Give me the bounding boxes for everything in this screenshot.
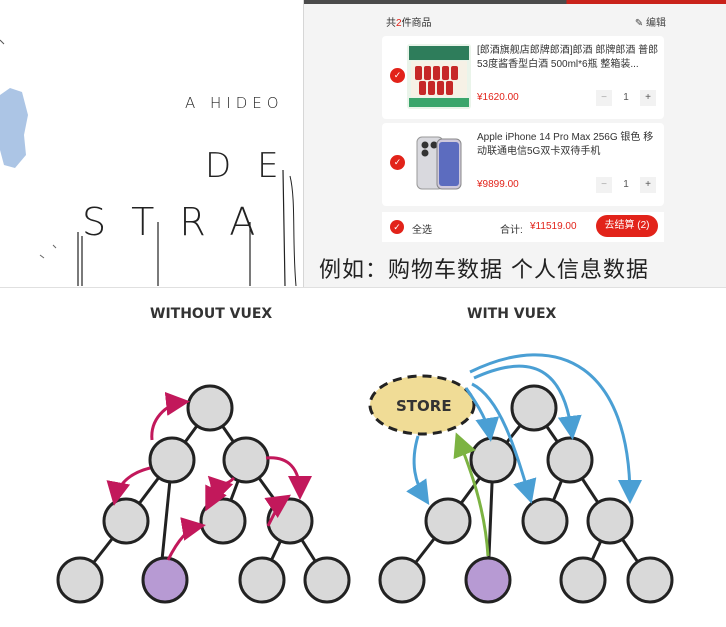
cart-count-prefix: 共 [386,18,396,29]
edit-label: 编辑 [646,18,666,29]
cart-item: ✓ [郎酒旗舰店郎牌郎酒]郎酒 郎牌郎酒 普郎 53度酱香型白酒 500ml*6… [382,36,664,119]
item-title[interactable]: [郎酒旗舰店郎牌郎酒]郎酒 郎牌郎酒 普郎 53度酱香型白酒 500ml*6瓶 … [477,45,659,70]
quantity-value[interactable]: 1 [623,179,629,190]
quantity-value[interactable]: 1 [623,92,629,103]
edit-button[interactable]: ✎ 编辑 [635,14,666,29]
checkout-button[interactable]: 去结算 (2) [596,215,658,237]
phone-image [407,131,471,196]
cart-footer: ✓ 全选 合计: ¥11519.00 去结算 (2) [382,212,664,242]
vuex-diagram-graphic [56,353,674,604]
item-title[interactable]: Apple iPhone 14 Pro Max 256G 银色 移动联通电信5G… [477,132,654,157]
node [186,384,234,432]
cart-panel: 共2件商品 ✎ 编辑 ✓ [郎酒旗舰店郎牌郎酒]郎酒 郎牌郎 [303,0,726,287]
poster-artwork [0,39,297,286]
increase-button[interactable]: + [640,90,656,106]
quantity-stepper: − 1 + [596,177,656,193]
quantity-stepper: − 1 + [596,90,656,106]
item-checkbox[interactable]: ✓ [390,68,405,83]
cart-count: 2 [396,18,402,29]
poster-text-line2: DE [205,146,305,186]
cart-top-bar [304,0,726,4]
decrease-button[interactable]: − [596,90,612,106]
cart-item: ✓ Apple iPhone 14 Pro Max 256G 银色 移动联通电信… [382,123,664,206]
select-all-label[interactable]: 全选 [412,225,432,236]
item-price: ¥9899.00 [477,179,519,190]
item-price: ¥1620.00 [477,92,519,103]
select-all-checkbox[interactable]: ✓ [390,220,404,234]
poster-text-line1: A HIDEO [185,94,284,112]
product-thumbnail-phone[interactable] [407,131,471,196]
store-label: STORE [396,397,452,415]
poster-text-line3: STRA [82,200,281,244]
cart-header: 共2件商品 ✎ 编辑 [386,14,666,32]
product-thumbnail-liquor[interactable] [407,44,471,109]
total-label: 合计: [500,225,523,236]
poster-background: A HIDEO DE STRA [0,0,305,286]
increase-button[interactable]: + [640,177,656,193]
caption-text: 例如：购物车数据 个人信息数据 [319,258,649,283]
liquor-box-image [407,44,471,109]
vuex-diagram: WITHOUT VUEX WITH VUEX STORE [0,287,726,627]
cart-count-suffix: 件商品 [401,18,432,29]
diagram-title-without-vuex: WITHOUT VUEX [150,306,273,322]
diagram-title-with-vuex: WITH VUEX [467,306,557,322]
decrease-button[interactable]: − [596,177,612,193]
total-value: ¥11519.00 [530,221,577,232]
edit-icon: ✎ [634,18,644,29]
item-checkbox[interactable]: ✓ [390,155,405,170]
